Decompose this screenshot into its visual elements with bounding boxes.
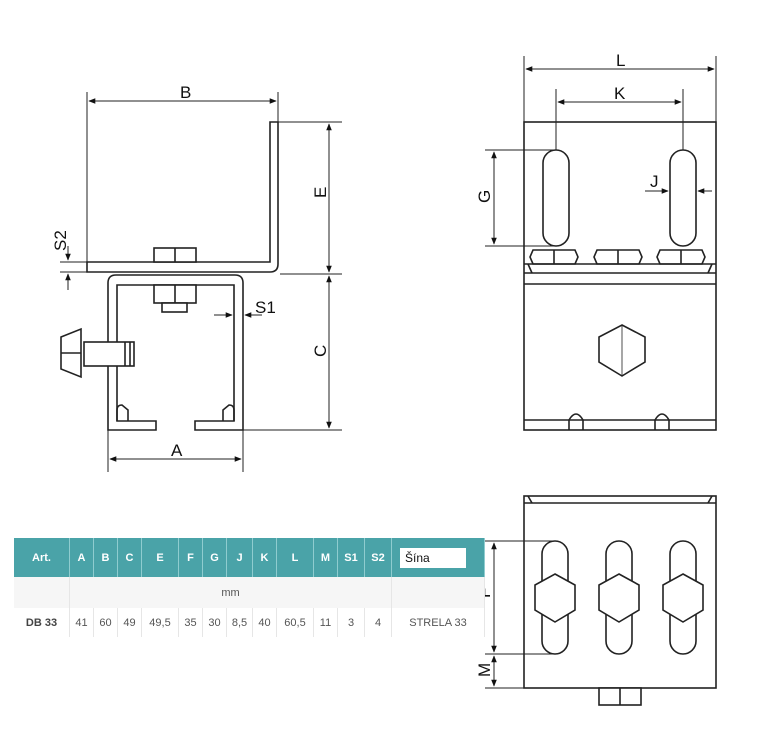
- dim-label-s2: S2: [51, 230, 70, 251]
- dim-label-c: C: [311, 345, 330, 357]
- header-l: L: [276, 538, 314, 577]
- top-view-dimensions: [485, 540, 555, 689]
- side-view: [60, 121, 279, 431]
- header-e: E: [141, 538, 179, 577]
- dim-label-e: E: [311, 187, 330, 198]
- dim-label-k: K: [614, 84, 626, 103]
- rail-header-label: Šína: [400, 547, 466, 568]
- header-g: G: [202, 538, 227, 577]
- header-rail: Šína: [391, 538, 485, 577]
- cell-j: 8,5: [226, 608, 253, 637]
- cell-g: 30: [202, 608, 227, 637]
- header-a: A: [69, 538, 94, 577]
- dim-label-b: B: [180, 83, 191, 102]
- header-c: C: [117, 538, 142, 577]
- header-f: F: [178, 538, 203, 577]
- cell-e: 49,5: [141, 608, 179, 637]
- table-header-row: Art. A B C E F G J K L M S1 S2 Šína: [14, 538, 485, 577]
- header-art: Art.: [14, 538, 70, 577]
- header-k: K: [252, 538, 277, 577]
- cell-c: 49: [117, 608, 142, 637]
- unit-row-blank: [14, 577, 70, 608]
- header-s2: S2: [364, 538, 392, 577]
- cell-b: 60: [93, 608, 118, 637]
- side-view-dimensions: [60, 92, 342, 472]
- cell-rail: STRELA 33: [391, 608, 485, 637]
- front-view: [523, 121, 717, 431]
- header-j: J: [226, 538, 253, 577]
- dim-label-l: L: [616, 51, 625, 70]
- cell-m: 11: [313, 608, 338, 637]
- header-b: B: [93, 538, 118, 577]
- top-view: [523, 495, 717, 706]
- header-s1: S1: [337, 538, 365, 577]
- unit-row: mm: [14, 577, 485, 608]
- dim-label-g: G: [475, 190, 494, 203]
- cell-l: 60,5: [276, 608, 314, 637]
- header-m: M: [313, 538, 338, 577]
- front-view-dimensions: [485, 56, 717, 247]
- spec-table: Art. A B C E F G J K L M S1 S2 Šína mm D…: [14, 538, 485, 637]
- dim-label-f: F: [475, 588, 494, 598]
- cell-s2: 4: [364, 608, 392, 637]
- dim-label-j: J: [650, 172, 659, 191]
- table-row: DB 33 41 60 49 49,5 35 30 8,5 40 60,5 11…: [14, 608, 485, 637]
- cell-f: 35: [178, 608, 203, 637]
- dim-label-s1: S1: [255, 298, 276, 317]
- cell-k: 40: [252, 608, 277, 637]
- cell-art: DB 33: [14, 608, 70, 637]
- unit-row-blank-end: [391, 577, 485, 608]
- dim-label-a: A: [171, 441, 183, 460]
- unit-label: mm: [69, 577, 392, 608]
- cell-s1: 3: [337, 608, 365, 637]
- dim-label-m: M: [475, 663, 494, 677]
- cell-a: 41: [69, 608, 94, 637]
